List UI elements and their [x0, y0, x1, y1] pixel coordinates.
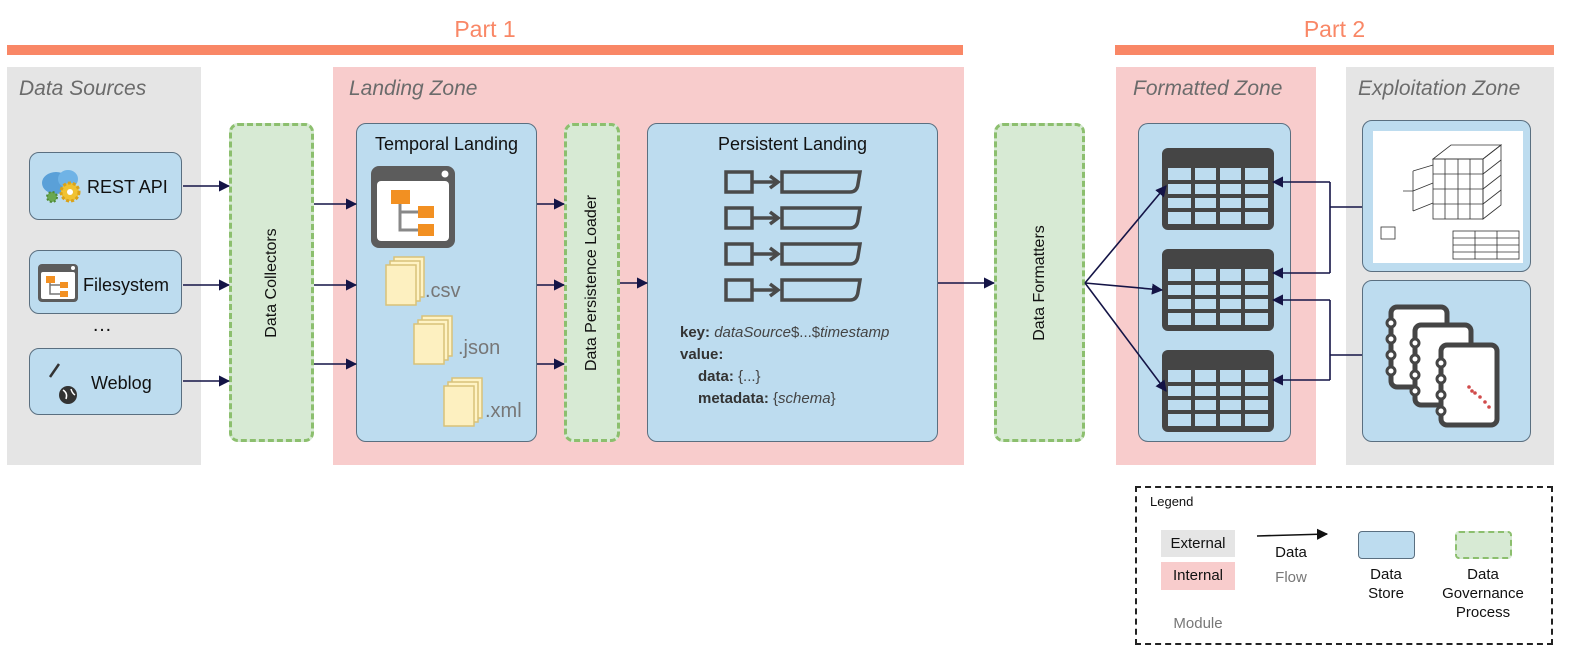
- xml-extension-label: .xml: [485, 400, 522, 422]
- part-2-bar: [1115, 45, 1554, 55]
- json-extension-label: .json: [458, 337, 501, 359]
- legend-flow-line1: Data: [1275, 544, 1307, 561]
- part-2-title: Part 2: [1303, 16, 1366, 42]
- key-value-schema: key: dataSource$...$timestamp value: dat…: [680, 322, 889, 410]
- legend-external: External: [1161, 530, 1235, 557]
- data-collectors-process: Data Collectors: [229, 123, 314, 442]
- document-stack-icon: [385, 256, 425, 306]
- key-value-pairs-icon: [724, 170, 863, 302]
- landing-zone-title: Landing Zone: [349, 77, 478, 100]
- data-formatters-label: Data Formatters: [1030, 224, 1048, 341]
- key-line: key: dataSource$...$timestamp: [680, 324, 890, 341]
- temporal-landing-title: Temporal Landing: [374, 134, 519, 154]
- exploitation-zone-title: Exploitation Zone: [1358, 77, 1521, 100]
- pen-globe-icon: [48, 363, 77, 404]
- data-persistence-loader-label: Data Persistence Loader: [583, 194, 600, 371]
- legend-arrow-icon: [1256, 528, 1329, 540]
- olap-cube-icon: [1373, 131, 1523, 263]
- temporal-landing-store: Temporal Landing .csv .json .xml: [356, 123, 537, 442]
- formatted-zone-store: [1138, 123, 1291, 442]
- legend-gov-line1: Data: [1467, 566, 1499, 583]
- legend-title: Legend: [1150, 494, 1194, 509]
- olap-cube-store: [1362, 120, 1531, 272]
- rest-api-source: REST API: [29, 152, 182, 220]
- legend-store-line1: Data: [1370, 566, 1402, 583]
- document-stack-icon: [413, 315, 453, 365]
- data-persistence-loader-process: Data Persistence Loader: [564, 123, 620, 442]
- document-stack-icon: [443, 377, 483, 427]
- formatted-zone-title: Formatted Zone: [1133, 77, 1283, 100]
- value-line: value:: [680, 346, 724, 363]
- legend-governance-swatch: [1455, 531, 1512, 559]
- persistent-landing-store: Persistent Landing key: dataSource$...$t…: [647, 123, 938, 442]
- filesystem-label: Filesystem: [83, 275, 170, 295]
- persistent-landing-title: Persistent Landing: [717, 134, 868, 154]
- legend-internal: Internal: [1161, 562, 1235, 590]
- legend-gov-line3: Process: [1455, 604, 1511, 621]
- more-sources-ellipsis: …: [92, 314, 112, 336]
- notebook-report-icon: [1385, 304, 1500, 428]
- filesystem-source: Filesystem: [29, 250, 182, 314]
- legend: Legend External Internal Module Data Flo…: [1135, 486, 1553, 645]
- reports-store: [1362, 280, 1531, 442]
- rest-api-label: REST API: [87, 177, 168, 197]
- legend-flow-line2: Flow: [1275, 569, 1307, 586]
- legend-gov-line2: Governance: [1442, 585, 1524, 602]
- data-formatters-process: Data Formatters: [994, 123, 1085, 442]
- folder-tree-window-icon: [38, 264, 78, 302]
- cloud-gear-icon: [42, 170, 81, 203]
- legend-module: Module: [1173, 615, 1223, 632]
- part-1-title: Part 1: [454, 16, 516, 42]
- data-sources-zone-title: Data Sources: [19, 77, 147, 100]
- data-collectors-label: Data Collectors: [262, 227, 280, 338]
- table-icon: [1162, 249, 1274, 331]
- folder-tree-window-icon: [371, 166, 455, 248]
- table-icon: [1162, 148, 1274, 230]
- legend-store-line2: Store: [1368, 585, 1404, 602]
- weblog-source: Weblog: [29, 348, 182, 415]
- weblog-label: Weblog: [91, 373, 152, 393]
- legend-data-store-swatch: [1358, 531, 1415, 559]
- metadata-line: metadata: {schema}: [698, 390, 836, 407]
- data-line: data: {...}: [698, 368, 761, 385]
- csv-extension-label: .csv: [425, 280, 461, 302]
- table-icon: [1162, 350, 1274, 432]
- part-1-bar: [7, 45, 963, 55]
